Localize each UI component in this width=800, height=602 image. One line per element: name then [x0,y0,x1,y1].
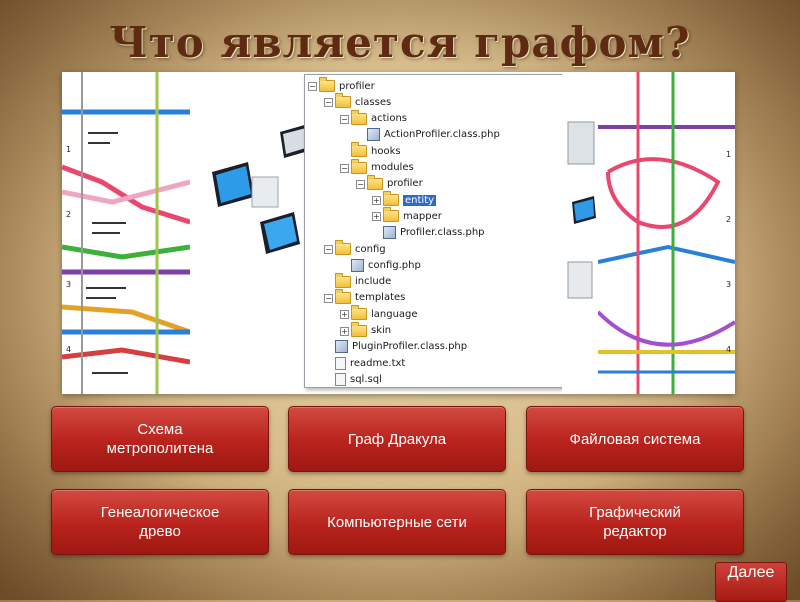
tree-item-label: profiler [387,178,423,190]
collapse-icon[interactable]: − [324,245,333,254]
svg-text:2: 2 [726,215,731,224]
tree-item-label: hooks [371,145,401,157]
tree-item[interactable]: config.php [351,257,421,273]
tree-item[interactable]: − classes [324,93,392,110]
tree-item[interactable]: ActionProfiler.class.php [367,127,500,143]
tree-item-label: ActionProfiler.class.php [384,129,500,141]
slide-title: Что является графом? [109,18,691,67]
tree-item-label: skin [371,325,392,336]
tree-item-label: readme.txt [350,357,406,369]
metro-scheme-button[interactable]: Схема метрополитена [51,406,269,472]
folder-icon [335,240,351,255]
next-button[interactable]: Далее [715,562,787,602]
tree-item[interactable]: − templates [324,288,406,306]
next-button-label: Далее [727,564,775,581]
graphics-editor-button-label: Графический редактор [589,504,681,540]
file-system-button-label: Файловая система [569,430,701,448]
file-icon [383,226,396,240]
folder-icon [335,272,351,288]
graphics-editor-button[interactable]: Графический редактор [526,489,744,555]
tree-item[interactable]: include [335,272,392,290]
tree-item[interactable]: hooks [351,142,401,159]
file-icon [335,356,346,370]
folder-icon [351,158,367,174]
tree-item-label: classes [355,96,392,108]
expand-icon[interactable]: + [340,326,349,336]
svg-text:4: 4 [66,345,71,354]
tree-item-label: Profiler.class.php [400,227,485,239]
collapse-icon[interactable]: − [340,114,349,124]
tree-item[interactable]: readme.txt [335,355,405,371]
svg-text:3: 3 [726,280,731,289]
metro-map-right: 1 2 3 4 [598,72,735,394]
dracula-graph-button[interactable]: Граф Дракула [288,406,506,472]
tree-item-label: include [355,276,392,288]
tree-item-label: config.php [368,259,421,271]
family-tree-button-label: Генеалогическое древо [100,504,220,540]
tree-item-label: entity [403,194,437,206]
tree-item-label: config [355,243,386,255]
expand-icon[interactable]: + [372,196,381,206]
folder-icon [319,77,335,92]
tree-item-label: profiler [339,80,375,92]
tree-item[interactable]: sql.sql [335,371,382,387]
computer-networks-button[interactable]: Компьютерные сети [288,489,506,555]
tree-item[interactable]: − modules [340,158,414,176]
collapse-icon[interactable]: − [340,163,349,173]
tree-item[interactable]: + skin [340,321,392,339]
computer-network-right [562,72,598,394]
tree-item[interactable]: − profiler [308,77,375,94]
collapse-icon[interactable]: − [308,82,317,91]
tree-item[interactable]: PluginProfiler.class.php [335,339,467,355]
folder-icon [351,109,367,125]
folder-icon [367,174,383,190]
tree-item[interactable]: − actions [340,109,407,127]
tree-item-label: language [371,308,418,320]
tree-item-label: templates [355,292,406,304]
metro-scheme-button-label: Схема метрополитена [106,421,214,457]
tree-item[interactable]: − profiler [356,174,423,192]
tree-item[interactable]: + language [340,305,418,322]
metro-map-left: 1 2 3 4 [62,72,190,394]
folder-icon [351,321,367,337]
collapse-icon[interactable]: − [324,293,333,303]
tree-item-label: PluginProfiler.class.php [352,341,468,353]
file-icon [335,372,346,386]
tree-item[interactable]: Profiler.class.php [383,225,485,241]
svg-text:1: 1 [66,145,71,154]
tree-item[interactable]: + entity [372,191,437,208]
file-icon [367,128,380,142]
svg-text:3: 3 [66,280,71,289]
file-icon [351,258,364,272]
tree-item-label: sql.sql [350,373,382,385]
file-icon [335,340,348,354]
expand-icon[interactable]: + [372,212,381,222]
folder-icon [383,191,399,207]
folder-icon [351,142,367,158]
folder-icon [383,207,399,223]
collapse-icon[interactable]: − [356,179,365,189]
file-system-button[interactable]: Файловая система [526,406,744,472]
tree-item-label: mapper [403,210,442,222]
svg-text:1: 1 [726,150,731,159]
svg-text:2: 2 [66,210,71,219]
folder-icon [351,305,367,321]
svg-text:4: 4 [726,345,731,354]
tree-item[interactable]: + mapper [372,207,442,224]
family-tree-button[interactable]: Генеалогическое древо [51,489,269,555]
dracula-graph-button-label: Граф Дракула [347,430,447,448]
computer-network-left [190,72,316,394]
tree-item[interactable]: − config [324,240,386,257]
tree-item-label: modules [371,162,414,173]
folder-icon [335,93,351,109]
collapse-icon[interactable]: − [324,98,333,108]
expand-icon[interactable]: + [340,310,349,320]
tree-item-label: actions [371,113,407,125]
folder-icon [335,288,351,304]
computer-networks-button-label: Компьютерные сети [327,513,467,531]
